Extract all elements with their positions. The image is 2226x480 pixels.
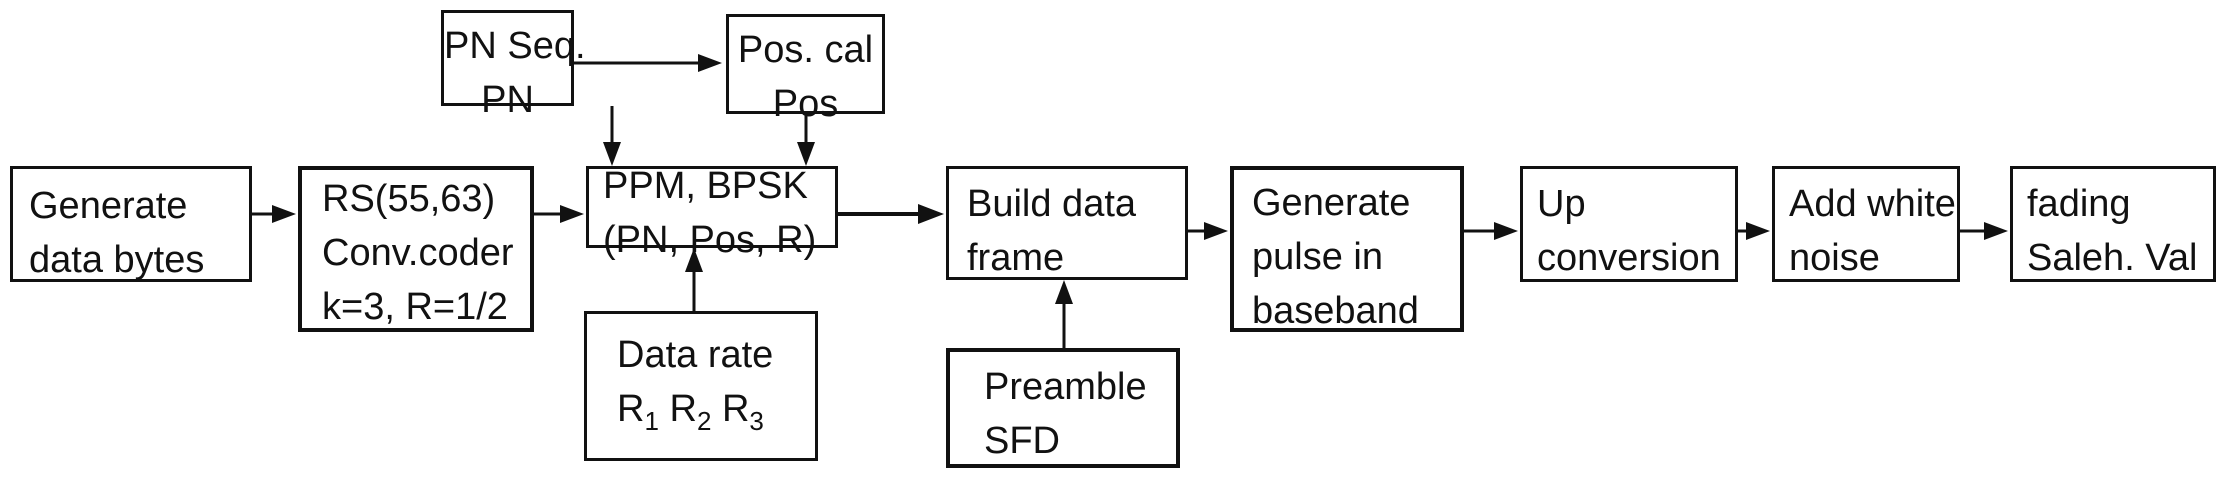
fading-label: fading bbox=[2027, 183, 2131, 225]
arrowhead bbox=[272, 205, 296, 223]
arrowhead bbox=[1746, 222, 1770, 240]
arrowhead bbox=[1055, 280, 1073, 304]
pn-label: PN bbox=[481, 79, 534, 121]
white-noise-block: Add white noise bbox=[1772, 166, 1960, 282]
ppm-bpsk-block: PPM, BPSK (PN, Pos, R) bbox=[586, 165, 838, 261]
fading-block: fading Saleh. Val bbox=[2010, 166, 2216, 282]
sfd-label: SFD bbox=[984, 420, 1060, 462]
pulse-in-label: pulse in bbox=[1252, 236, 1383, 278]
pn-sequence-block: PN Seq. PN bbox=[441, 10, 586, 121]
add-white-label: Add white bbox=[1789, 183, 1956, 225]
generate-label: Generate bbox=[1252, 182, 1411, 224]
data-bytes-label: data bytes bbox=[29, 239, 205, 281]
arrowhead bbox=[685, 248, 703, 272]
noise-label: noise bbox=[1789, 237, 1880, 279]
arrowhead bbox=[797, 142, 815, 166]
arrowhead bbox=[1204, 222, 1228, 240]
preamble-sfd-block: Preamble SFD bbox=[946, 348, 1180, 468]
preamble-label: Preamble bbox=[984, 366, 1147, 408]
saleh-val-label: Saleh. Val bbox=[2027, 237, 2198, 279]
rs-label: RS(55,63) bbox=[322, 178, 496, 220]
up-label: Up bbox=[1537, 183, 1586, 225]
build-frame-block: Build data frame bbox=[946, 166, 1188, 280]
data-rate-block: Data rate R1 R2 R3 bbox=[584, 311, 818, 461]
rates-label: R1 R2 R3 bbox=[617, 388, 764, 436]
arrowhead bbox=[918, 204, 944, 224]
generate-pulse-block: Generate pulse in baseband bbox=[1230, 166, 1464, 332]
code-params-label: k=3, R=1/2 bbox=[322, 286, 508, 328]
ppm-params-label: (PN, Pos, R) bbox=[603, 219, 817, 261]
build-data-label: Build data bbox=[967, 183, 1137, 225]
arrowhead bbox=[1984, 222, 2008, 240]
up-conversion-block: Up conversion bbox=[1520, 166, 1738, 282]
pos-label: Pos bbox=[772, 83, 839, 125]
pos-cal-label: Pos. cal bbox=[737, 29, 874, 71]
frame-label: frame bbox=[967, 237, 1065, 279]
generate-data-block: Generate data bytes bbox=[10, 166, 252, 282]
position-calc-block: Pos. cal Pos bbox=[726, 14, 885, 125]
ppm-bpsk-label: PPM, BPSK bbox=[603, 165, 808, 207]
arrowhead bbox=[698, 54, 722, 72]
generate-label: Generate bbox=[29, 185, 188, 227]
arrowhead bbox=[1494, 222, 1518, 240]
arrowhead bbox=[560, 205, 584, 223]
rs-conv-coder-block: RS(55,63) Conv.coder k=3, R=1/2 bbox=[298, 166, 534, 332]
data-rate-label: Data rate bbox=[617, 334, 774, 376]
conversion-label: conversion bbox=[1537, 237, 1721, 279]
arrowhead bbox=[603, 142, 621, 166]
pn-seq-label: PN Seq. bbox=[444, 25, 586, 67]
baseband-label: baseband bbox=[1252, 290, 1419, 332]
conv-coder-label: Conv.coder bbox=[322, 232, 514, 274]
